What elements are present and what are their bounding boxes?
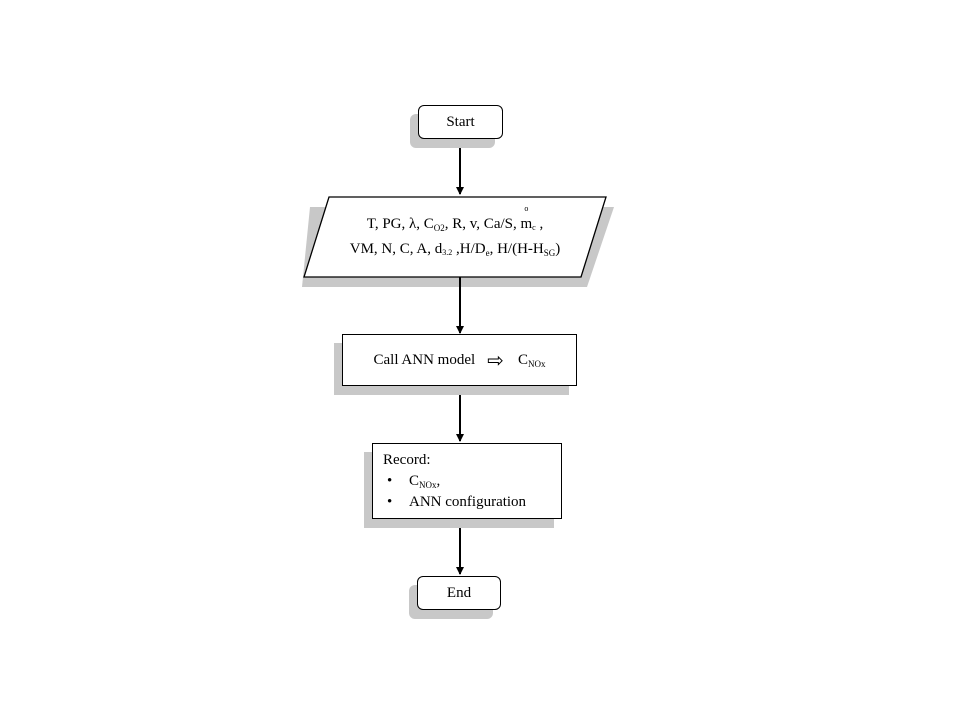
input-parallelogram	[303, 196, 607, 278]
input-line-2: VM, N, C, A, d3.2 ,H/De, H/(H-HSG)	[349, 241, 561, 258]
process-label: Call ANN model	[373, 352, 476, 368]
end-label: End	[446, 585, 472, 601]
process-arrow-icon: ⇨	[487, 348, 504, 372]
record-item-cnox: • CNOx,	[387, 473, 441, 490]
start-node: Start	[418, 105, 503, 139]
record-node: Record: • CNOx, • ANN configuration	[372, 443, 562, 519]
record-list: • CNOx, • ANN configuration	[383, 471, 561, 513]
record-item-ann-configuration: • ANN configuration	[387, 494, 527, 510]
record-title: Record:	[383, 452, 431, 468]
process-node: Call ANN model ⇨ CNOx	[342, 334, 577, 386]
process-output: CNOx	[517, 352, 546, 369]
end-node: End	[417, 576, 501, 610]
start-label: Start	[446, 114, 475, 130]
